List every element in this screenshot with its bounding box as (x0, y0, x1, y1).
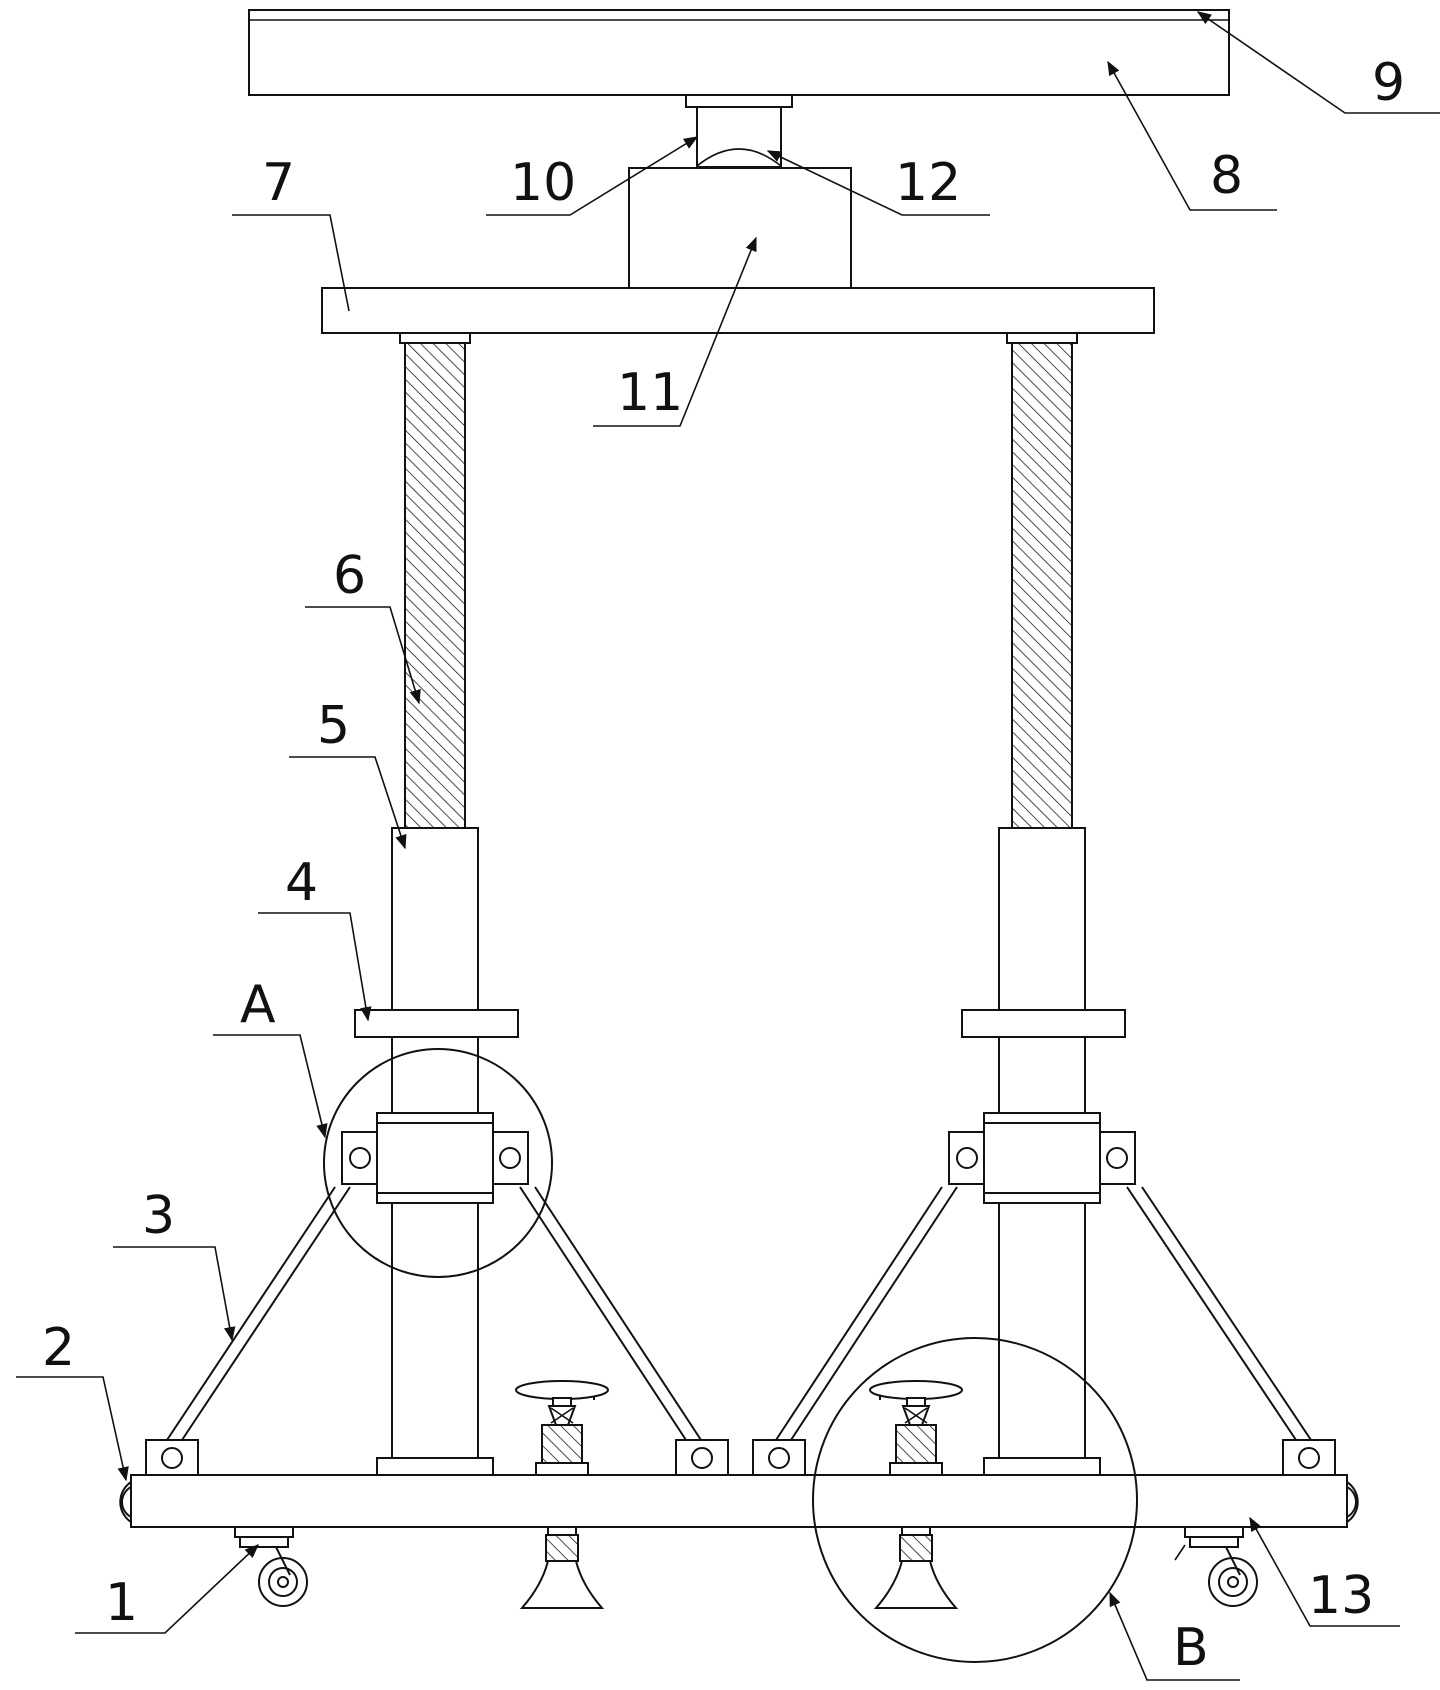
left-column (342, 333, 528, 1475)
callout-a: A (240, 975, 276, 1035)
callout-7: 7 (262, 153, 295, 213)
callout-12: 12 (895, 153, 961, 213)
top-platform (249, 10, 1229, 95)
right-column (949, 333, 1135, 1475)
callout-6: 6 (333, 546, 366, 606)
callout-10: 10 (510, 153, 576, 213)
caster-right (1185, 1527, 1257, 1606)
callout-5: 5 (317, 696, 350, 756)
callout-b: B (1173, 1618, 1209, 1678)
callout-8: 8 (1210, 146, 1243, 206)
caster-left (235, 1527, 307, 1606)
callout-11: 11 (617, 363, 683, 423)
support-plate (322, 288, 1154, 333)
motor-housing (629, 168, 851, 288)
rotary-connector (686, 95, 792, 167)
diagonal-braces (167, 1187, 1311, 1440)
callout-13: 13 (1308, 1566, 1374, 1626)
base-pivot-blocks (146, 1440, 1335, 1475)
base-beam (120, 1475, 1357, 1527)
callout-1: 1 (105, 1573, 138, 1633)
callout-4: 4 (285, 853, 318, 913)
callout-3: 3 (142, 1186, 175, 1246)
callout-9: 9 (1372, 53, 1405, 113)
callout-2: 2 (42, 1318, 75, 1378)
